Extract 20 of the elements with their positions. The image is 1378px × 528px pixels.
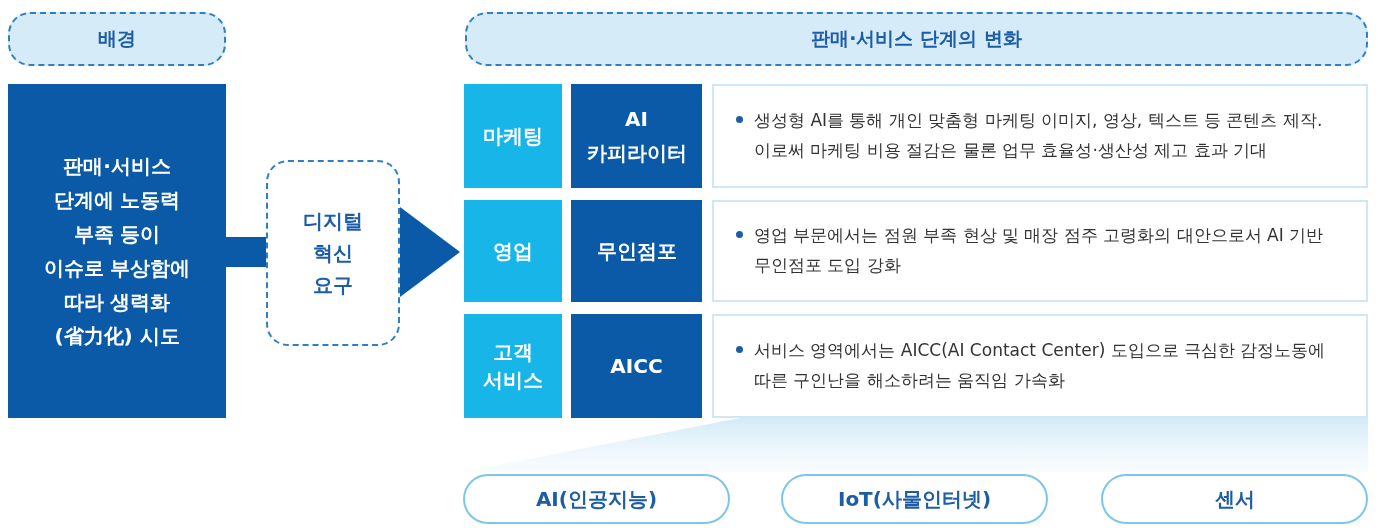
item-box: 무인점포 <box>571 200 702 302</box>
technology-pill: 센서 <box>1101 474 1368 524</box>
technology-pill: IoT(사물인터넷) <box>781 474 1048 524</box>
category-box: 고객 서비스 <box>464 314 562 418</box>
header-band: 배경 <box>8 12 226 66</box>
text-box: 판매·서비스 단계에 노동력 부족 등이 이슈로 부상함에 따라 생력화(省力化) 시도 <box>8 84 226 418</box>
arrow <box>400 207 460 297</box>
header-band: 판매·서비스 단계의 변화 <box>465 12 1368 66</box>
description-text: 영업 부문에서는 점원 부족 현상 및 매장 점주 고령화의 대안으로서 AI 기반 무인점포 도입 강화 <box>754 224 1325 277</box>
dashed-box: 디지털 혁신 요구 <box>266 160 400 346</box>
description-box <box>712 200 1368 302</box>
item-box: AICC <box>571 314 702 418</box>
description-box <box>712 314 1368 418</box>
description-text: 서비스 영역에서는 AICC(AI Contact Center) 도입으로 극심한 감정노동에 따른 구인난을 해소하려는 움직임 가속화 <box>754 339 1327 392</box>
description-box <box>712 84 1368 188</box>
technology-pill: AI(인공지능) <box>463 474 730 524</box>
category-box: 마케팅 <box>464 84 562 188</box>
description-text: 생성형 AI를 통해 개인 맞춤형 마케팅 이미지, 영상, 텍스트 등 콘텐츠 제작. 이로써 마케팅 비용 절감은 물론 업무 효율성·생산성 제고 효과 기대 <box>754 109 1324 162</box>
category-box: 영업 <box>464 200 562 302</box>
item-box: AI 카피라이터 <box>571 84 702 188</box>
